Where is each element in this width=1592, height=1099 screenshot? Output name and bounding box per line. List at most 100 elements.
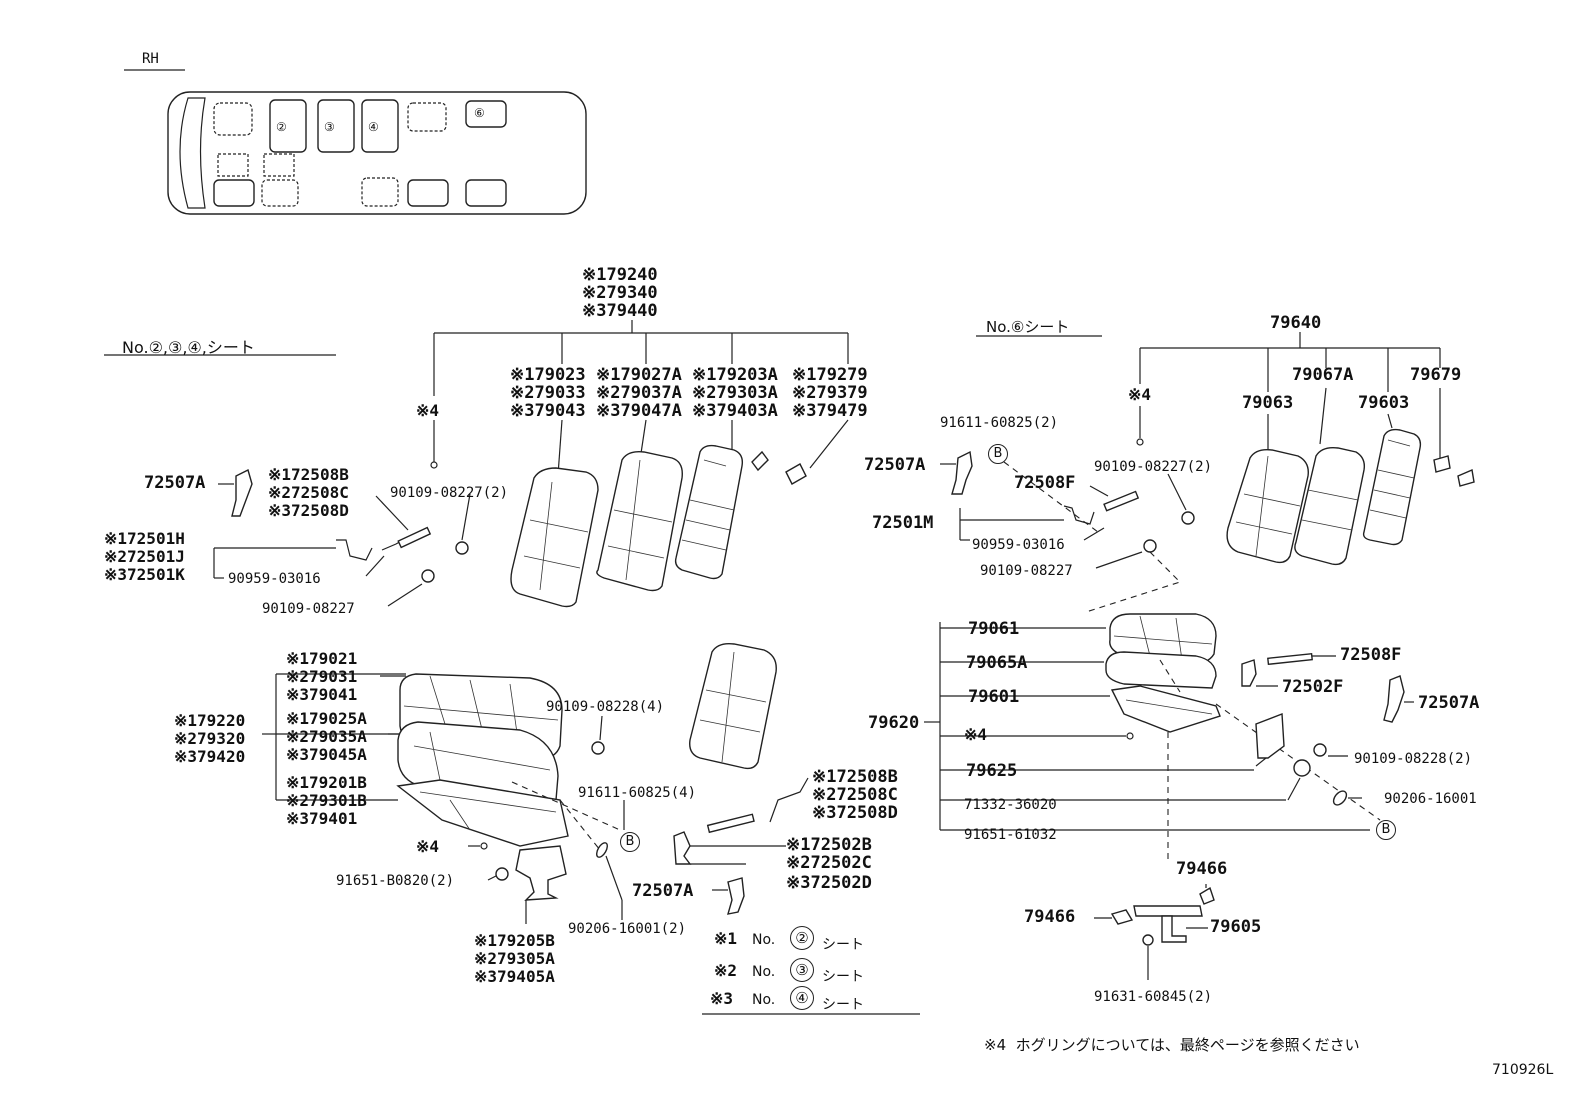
- label-72508F-r: 72508F: [1014, 473, 1076, 493]
- label-79640: 79640: [1270, 313, 1322, 333]
- back-col3-2: ※279303A: [692, 383, 778, 403]
- assy-seat-2: ※279320: [174, 729, 246, 748]
- label-90959-r: 90959-03016: [972, 537, 1065, 553]
- marker-b-right: B: [1376, 820, 1396, 840]
- label-91651: 91651-B0820(2): [336, 873, 455, 889]
- label-90109-a: 90109-08227: [262, 601, 355, 617]
- legend-word: シート: [822, 937, 864, 953]
- cushion-a-3: ※379041: [286, 685, 358, 704]
- label-72502-1: ※172502B: [786, 835, 872, 855]
- hog-ring-note-2: ※4: [416, 837, 440, 856]
- assy-seat-1: ※179220: [174, 711, 246, 730]
- label-72502F: 72502F: [1282, 677, 1344, 697]
- figure-id: 710926L: [1492, 1062, 1554, 1078]
- top-code-2: ※279340: [582, 283, 658, 303]
- seat-mark-3: ③: [324, 120, 335, 134]
- label-72507A-r2: 72507A: [1418, 693, 1480, 713]
- label-90959: 90959-03016: [228, 571, 321, 587]
- label-72501M: 72501M: [872, 513, 934, 533]
- label-72508-2: ※272508C: [268, 483, 349, 502]
- label-72507A-r: 72507A: [864, 455, 926, 475]
- leg-bracket-shape: [515, 845, 567, 901]
- seat-frame-shape: [1110, 685, 1221, 733]
- label-72501-2: ※272501J: [104, 547, 185, 566]
- label-79679: 79679: [1410, 365, 1462, 385]
- cushion-b-1: ※179025A: [286, 709, 367, 728]
- back-col1-2: ※279033: [510, 383, 586, 403]
- legend-mark: ※1: [714, 929, 738, 948]
- label-72502-3: ※372502D: [786, 873, 872, 893]
- seatback-frame-shape: [1362, 428, 1422, 546]
- label-79625: 79625: [966, 761, 1018, 781]
- marker-b-left: B: [620, 832, 640, 852]
- top-code-1: ※179240: [582, 265, 658, 285]
- seatback-frame-shape: [674, 444, 744, 580]
- cushion-a-2: ※279031: [286, 667, 358, 686]
- legend-no: No.: [752, 964, 776, 980]
- label-90206-r: 90206-16001: [1384, 791, 1477, 807]
- label-72501-1: ※172501H: [104, 529, 185, 548]
- back-col4-3: ※379479: [792, 401, 868, 421]
- label-72502-2: ※272502C: [786, 853, 872, 873]
- label-90109-r-a: 90109-08227(2): [1094, 459, 1213, 475]
- label-79601: 79601: [968, 687, 1020, 707]
- label-79205-1: ※179205B: [474, 931, 555, 950]
- seat-mark-6: ⑥: [474, 106, 485, 120]
- back-col4-1: ※179279: [792, 365, 868, 385]
- seat-mark-2: ②: [276, 120, 287, 134]
- bus-side-label: RH: [142, 51, 159, 67]
- label-79466-a: 79466: [1176, 859, 1228, 879]
- label-91611-r: 91611-60825(2): [940, 415, 1059, 431]
- legend-seat: ④: [790, 986, 814, 1010]
- cushion-shape: [1109, 613, 1217, 665]
- label-72508-low-3: ※372508D: [812, 803, 898, 823]
- marker-b-right-top: B: [988, 444, 1008, 464]
- legend-mark: ※3: [710, 989, 734, 1008]
- label-91651-r: 91651-61032: [964, 827, 1057, 843]
- label-79620: 79620: [868, 713, 920, 733]
- hog-ring-note-r2: ※4: [964, 725, 988, 744]
- cushion-b-3: ※379045A: [286, 745, 367, 764]
- label-79061: 79061: [968, 619, 1020, 639]
- back-col3-1: ※179203A: [692, 365, 778, 385]
- cushion-b-2: ※279035A: [286, 727, 367, 746]
- label-90109-b: 90109-08227(2): [390, 485, 509, 501]
- label-90206: 90206-16001(2): [568, 921, 687, 937]
- assy-seat-3: ※379420: [174, 747, 246, 766]
- legend-no: No.: [752, 992, 776, 1008]
- label-90109-r-b: 90109-08227: [980, 563, 1073, 579]
- hog-ring-note-r: ※4: [1128, 385, 1152, 404]
- back-col2-1: ※179027A: [596, 365, 682, 385]
- back-col1-1: ※179023: [510, 365, 586, 385]
- label-79067A: 79067A: [1292, 365, 1354, 385]
- cushion-c-2: ※279301B: [286, 791, 367, 810]
- back-col4-2: ※279379: [792, 383, 868, 403]
- label-79605: 79605: [1210, 917, 1262, 937]
- label-72508-low-1: ※172508B: [812, 767, 898, 787]
- bus-map: [124, 69, 587, 215]
- label-79603: 79603: [1358, 393, 1410, 413]
- label-72507A-b: 72507A: [632, 881, 694, 901]
- label-72508-3: ※372508D: [268, 501, 349, 520]
- cushion-frame-shape: [1105, 651, 1217, 689]
- label-79466-b: 79466: [1024, 907, 1076, 927]
- legend-mark: ※2: [714, 961, 738, 980]
- label-90109-c: 90109-08228(4): [546, 699, 665, 715]
- label-72501-3: ※372501K: [104, 565, 185, 584]
- legend-word: シート: [822, 997, 864, 1013]
- seatback-shape: [510, 467, 599, 608]
- label-72507A: 72507A: [144, 473, 206, 493]
- label-79205-2: ※279305A: [474, 949, 555, 968]
- seat-mark-4: ④: [368, 120, 379, 134]
- seatback-shape: [1226, 448, 1309, 564]
- label-72508F-r2: 72508F: [1340, 645, 1402, 665]
- hog-ring-note: ※4: [416, 401, 440, 420]
- back-col3-3: ※379403A: [692, 401, 778, 421]
- cushion-a-1: ※179021: [286, 649, 358, 668]
- top-code-3: ※379440: [582, 301, 658, 321]
- label-79205-3: ※379405A: [474, 967, 555, 986]
- footnote: ※4 ホグリングについては、最終ページを参照ください: [984, 1036, 1360, 1054]
- label-72508-low-2: ※272508C: [812, 785, 898, 805]
